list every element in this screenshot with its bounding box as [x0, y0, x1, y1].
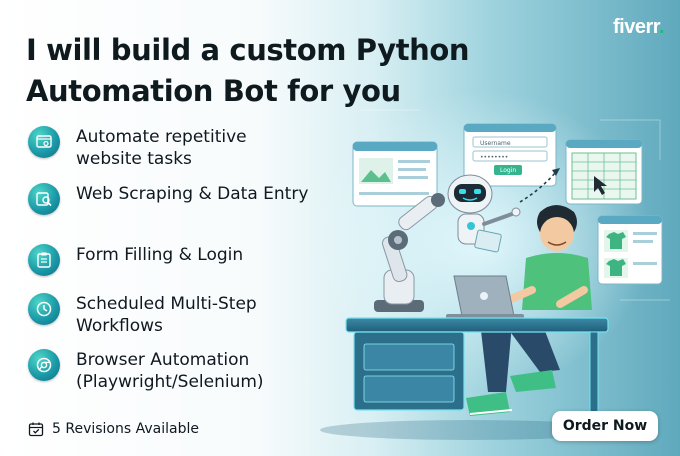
shop-window	[597, 215, 663, 285]
brand-name: fiverr	[613, 16, 659, 38]
svg-text:Login: Login	[500, 167, 516, 174]
calendar-check-icon	[28, 422, 44, 437]
fiverr-logo: fiverr.	[613, 16, 665, 39]
clipboard-form-icon	[28, 244, 60, 276]
revisions-text: 5 Revisions Available	[52, 421, 199, 437]
svg-text:••••••••: ••••••••	[480, 154, 508, 161]
headline-line-1: I will build a custom Python	[26, 33, 470, 67]
brand-dot: .	[658, 16, 665, 38]
chrome-icon	[28, 349, 60, 381]
page-title: I will build a custom Python Automation …	[26, 30, 566, 112]
feature-item-automate: Automate repetitive website tasks	[28, 126, 316, 170]
feature-item-form: Form Filling & Login	[28, 244, 316, 276]
feature-item-scraping: Web Scraping & Data Entry	[28, 183, 316, 215]
feature-text: Automate repetitive website tasks	[76, 127, 247, 169]
robot	[447, 174, 521, 253]
feature-item-browser: Browser Automation (Playwright/Selenium)	[28, 349, 316, 393]
feature-text: Browser Automation (Playwright/Selenium)	[76, 350, 264, 392]
search-document-icon	[28, 183, 60, 215]
desk	[320, 317, 620, 440]
headline-line-2: Automation Bot for you	[26, 74, 401, 108]
settings-browser-icon	[28, 126, 60, 158]
feature-item-scheduled: Scheduled Multi-Step Workflows	[28, 293, 316, 337]
feature-text: Web Scraping & Data Entry	[76, 184, 309, 204]
browser-window-image	[352, 141, 438, 207]
clock-icon	[28, 293, 60, 325]
spreadsheet-window	[565, 139, 643, 205]
feature-text: Scheduled Multi-Step Workflows	[76, 294, 257, 336]
svg-text:Username: Username	[480, 140, 511, 147]
login-window: Username •••••••• Login	[463, 123, 557, 187]
robot-arm	[374, 193, 445, 312]
order-now-button[interactable]: Order Now	[552, 411, 658, 441]
revisions-info: 5 Revisions Available	[28, 421, 199, 437]
feature-text: Form Filling & Login	[76, 245, 244, 265]
